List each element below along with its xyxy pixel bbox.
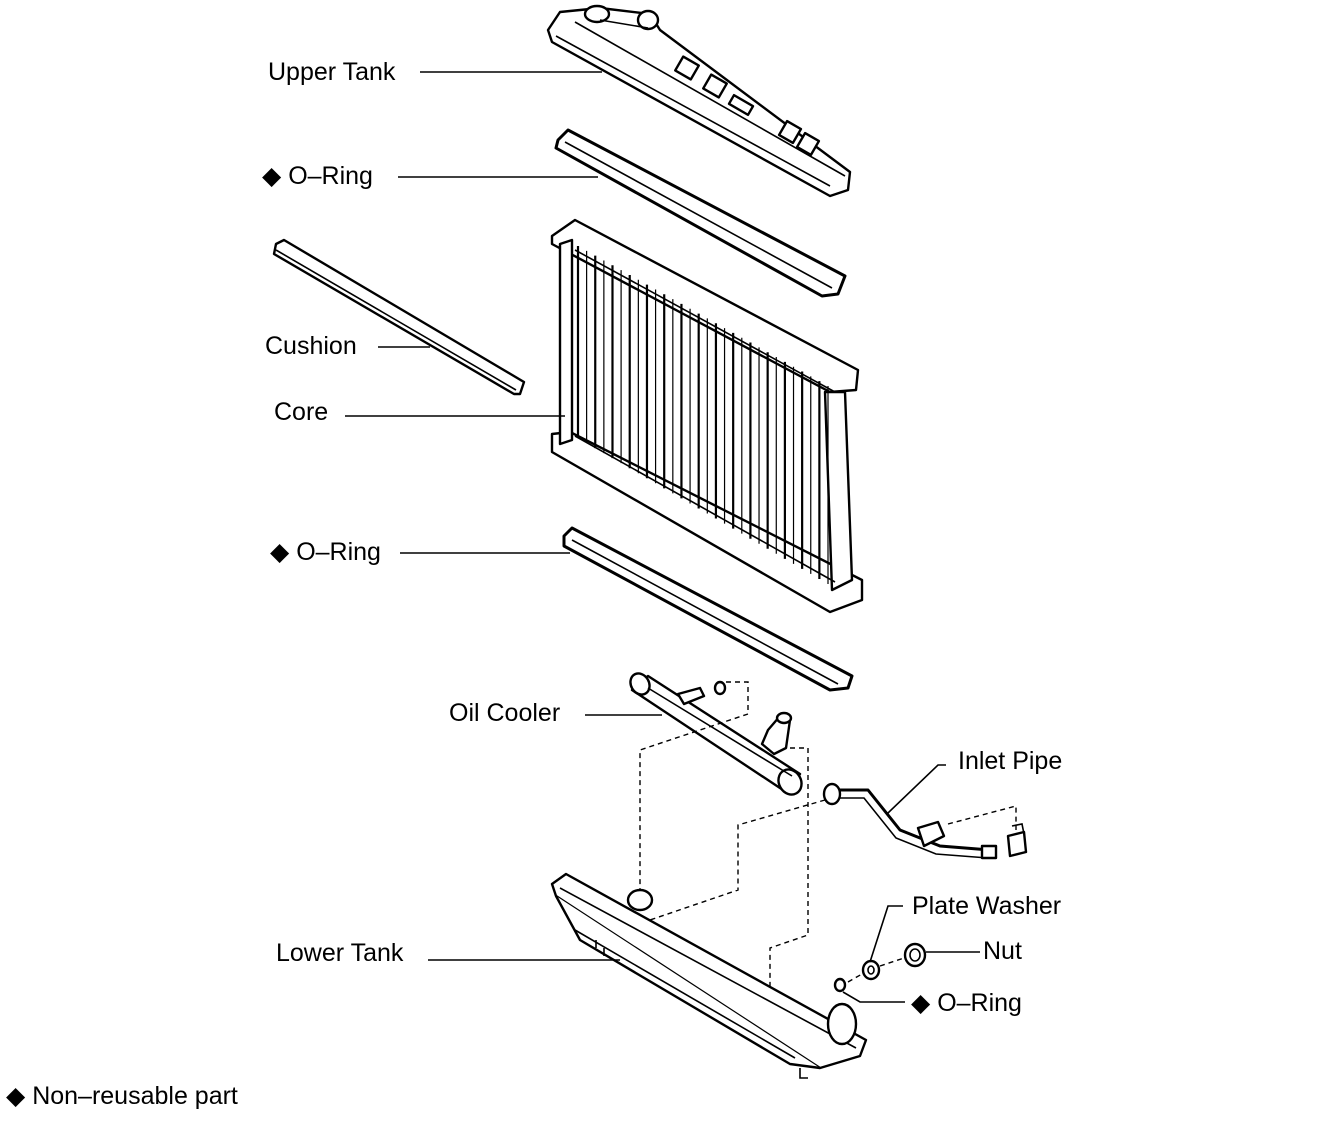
plate-washer-part <box>861 959 881 981</box>
cushion-part <box>272 238 526 396</box>
label-o-ring-top-text: O–Ring <box>288 162 373 190</box>
legend-marker: ◆ <box>6 1082 26 1110</box>
leader-lines <box>345 71 980 1003</box>
upper-tank-part <box>546 4 852 198</box>
label-o-ring-bottom: ◆ O–Ring <box>911 991 1022 1016</box>
o-ring-top-part <box>554 128 847 298</box>
label-o-ring-bottom-text: O–Ring <box>937 989 1022 1017</box>
non-reusable-marker: ◆ <box>262 162 282 190</box>
fastener-parts <box>833 942 927 993</box>
inlet-pipe-part <box>649 782 1028 921</box>
label-plate-washer: Plate Washer <box>912 892 1062 920</box>
label-o-ring-middle-text: O–Ring <box>296 538 381 566</box>
non-reusable-marker: ◆ <box>270 538 290 566</box>
label-nut: Nut <box>983 937 1022 965</box>
oil-cooler-part <box>629 672 809 1010</box>
core-part <box>550 218 864 614</box>
legend-non-reusable: ◆ Non–reusable part <box>6 1084 238 1109</box>
lower-tank-part <box>550 872 868 1079</box>
label-lower-tank: Lower Tank <box>276 939 404 967</box>
non-reusable-marker: ◆ <box>911 989 931 1017</box>
label-o-ring-top: ◆ O–Ring <box>262 164 373 189</box>
legend-text: Non–reusable part <box>32 1082 238 1110</box>
o-ring-middle-part <box>562 526 854 692</box>
nut-part <box>903 942 927 968</box>
label-oil-cooler: Oil Cooler <box>449 699 561 727</box>
label-o-ring-middle: ◆ O–Ring <box>270 540 381 565</box>
label-inlet-pipe: Inlet Pipe <box>958 747 1063 775</box>
label-core: Core <box>274 398 329 426</box>
o-ring-bottom-part <box>833 977 847 993</box>
label-cushion: Cushion <box>265 332 357 360</box>
label-upper-tank: Upper Tank <box>268 58 396 86</box>
